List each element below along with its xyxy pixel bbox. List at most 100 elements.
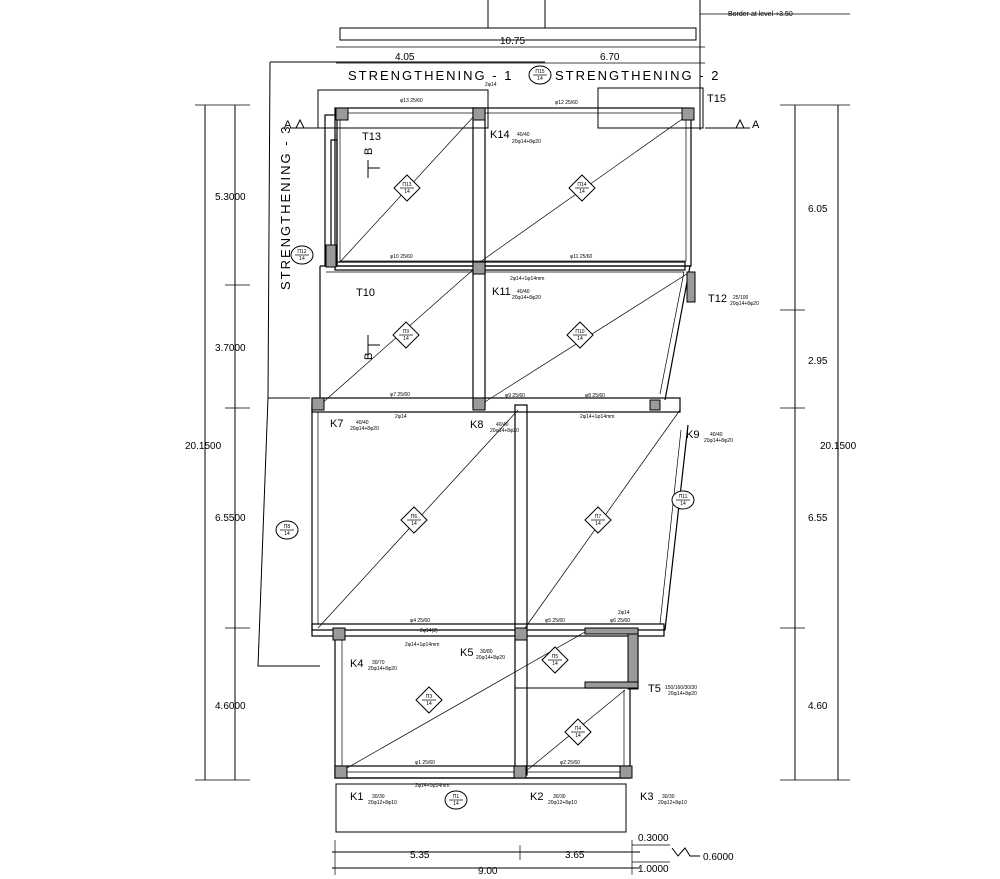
column-t5-side <box>627 633 639 690</box>
column-k4 <box>332 627 346 641</box>
right-dim-2: 2.95 <box>808 356 828 367</box>
slab-text-s1-1: 14 <box>453 801 459 807</box>
rebar-note-5: 2φ14+1φ14mm <box>580 414 614 420</box>
lower-frame <box>311 405 689 631</box>
rebar-t5: 20φ14+8φ20 <box>668 691 697 697</box>
total-width-dim: 10.75 <box>500 36 525 47</box>
slab-text-s7-1: 14 <box>595 521 601 527</box>
strengthening-3-lower <box>257 397 320 667</box>
left-dim-1: 5.3000 <box>215 192 246 203</box>
upper-frame <box>334 107 692 267</box>
slab-text-s15-1: 14 <box>537 76 543 82</box>
strengthening-2-title: STRENGTHENING - 2 <box>555 68 720 83</box>
strengthening-1-box <box>317 89 489 129</box>
rebar-k3: 20φ12+8φ10 <box>658 800 687 806</box>
slab-text-s6-1: 14 <box>411 521 417 527</box>
section-b-top-label: B <box>363 148 375 155</box>
beam-label-b7: φ7 25/60 <box>390 392 410 398</box>
beam-label-b1: φ1 25/60 <box>415 760 435 766</box>
label-k3: K3 <box>640 791 653 803</box>
slab-text-s8-0: Π8 <box>284 524 291 530</box>
bottom-dim-total: 9.00 <box>478 866 498 877</box>
left-width-dim: 4.05 <box>395 52 415 63</box>
label-k8: K8 <box>470 419 483 431</box>
section-a-right-label: A <box>752 119 760 131</box>
slab-text-s5-0: Π5 <box>552 654 559 660</box>
left-dim-2: 3.7000 <box>215 343 246 354</box>
rebar-k7: 20φ14+8φ20 <box>350 426 379 432</box>
section-b-bottom-label: B <box>363 353 375 360</box>
top-border-strip <box>339 27 697 41</box>
slab-text-s8-1: 14 <box>284 531 290 537</box>
beam-label-b11: φ11 25/60 <box>570 254 593 260</box>
label-t13: T13 <box>362 131 381 143</box>
slab-text-s4-1: 14 <box>575 733 581 739</box>
label-k7: K7 <box>330 418 343 430</box>
spec-k1: 30/30 <box>372 794 385 800</box>
left-dim-4: 4.6000 <box>215 701 246 712</box>
section-marker-b-bottom: B <box>363 335 380 360</box>
slab-text-s3-1: 14 <box>426 701 432 707</box>
label-k9: K9 <box>686 429 699 441</box>
slab-text-s4-0: Π4 <box>575 726 582 732</box>
rebar-k2: 20φ12+8φ10 <box>548 800 577 806</box>
t5-wall-inner <box>590 635 633 683</box>
column-k14 <box>472 107 486 121</box>
beam-label-b5: φ5 25/60 <box>545 618 565 624</box>
bottom-strengthening <box>335 783 627 833</box>
beam-k7-k9 <box>311 397 681 413</box>
section-marker-b-top: B <box>363 148 380 178</box>
rebar-k8: 20φ14+8φ20 <box>490 428 519 434</box>
section-marker-a-left: A <box>284 118 340 131</box>
rebar-k11: 20φ14+8φ20 <box>512 295 541 301</box>
right-dim-4: 4.60 <box>808 701 828 712</box>
column-t5-bottom <box>584 681 639 689</box>
beam-label-b8: φ8 25/60 <box>585 393 605 399</box>
border-note: Border at level +3.50 <box>728 11 793 18</box>
lower-frame-inner <box>317 412 682 625</box>
column-k2 <box>513 765 527 779</box>
slab-markers: Π1314Π1414Π1214Π914Π1014Π1514Π614Π714Π81… <box>275 65 695 810</box>
spec-k8: 40/40 <box>496 422 509 428</box>
spec-k9: 40/40 <box>710 432 723 438</box>
column-k9-top <box>649 399 661 411</box>
rebar-k9: 20φ14+8φ20 <box>704 438 733 444</box>
spec-k14: 40/40 <box>517 132 530 138</box>
slab-text-s1-0: Π1 <box>453 794 460 800</box>
column-k3 <box>619 765 633 779</box>
right-width-dim: 6.70 <box>600 52 620 63</box>
rebar-note-4: 2φ14+1φ14mm <box>510 276 544 282</box>
label-t12: T12 <box>708 293 727 305</box>
rebar-note-1: 2φ14 <box>395 414 407 420</box>
column-t5-top <box>584 627 639 635</box>
slab-text-s9-1: 14 <box>403 336 409 342</box>
rebar-note-8: 2φ14 <box>618 610 630 616</box>
beam-label-b10: φ10 25/60 <box>390 254 413 260</box>
rebar-k4: 20φ14+8φ20 <box>368 666 397 672</box>
slab-text-s12-1: 14 <box>299 256 305 262</box>
spec-t5: 150/160/30/30 <box>665 685 697 691</box>
slab-text-s12-0: Π12 <box>297 249 306 255</box>
label-t15: T15 <box>707 93 726 105</box>
spec-k7: 40/40 <box>356 420 369 426</box>
label-k2: K2 <box>530 791 543 803</box>
small-dim-bottom: 1.0000 <box>638 864 669 875</box>
slab-text-s11-1: 14 <box>680 501 686 507</box>
slab-text-s11-0: Π11 <box>679 494 688 500</box>
column-t13 <box>335 107 349 121</box>
small-dim-symbol <box>671 847 700 857</box>
beam-label-b2: φ2 25/60 <box>560 760 580 766</box>
slab-text-s9-0: Π9 <box>403 329 410 335</box>
beam-label-b4: φ4 25/60 <box>410 618 430 624</box>
column-t15 <box>681 107 695 121</box>
bottom-frame-inner <box>341 636 625 773</box>
rebar-k5: 20φ14+8φ20 <box>476 655 505 661</box>
